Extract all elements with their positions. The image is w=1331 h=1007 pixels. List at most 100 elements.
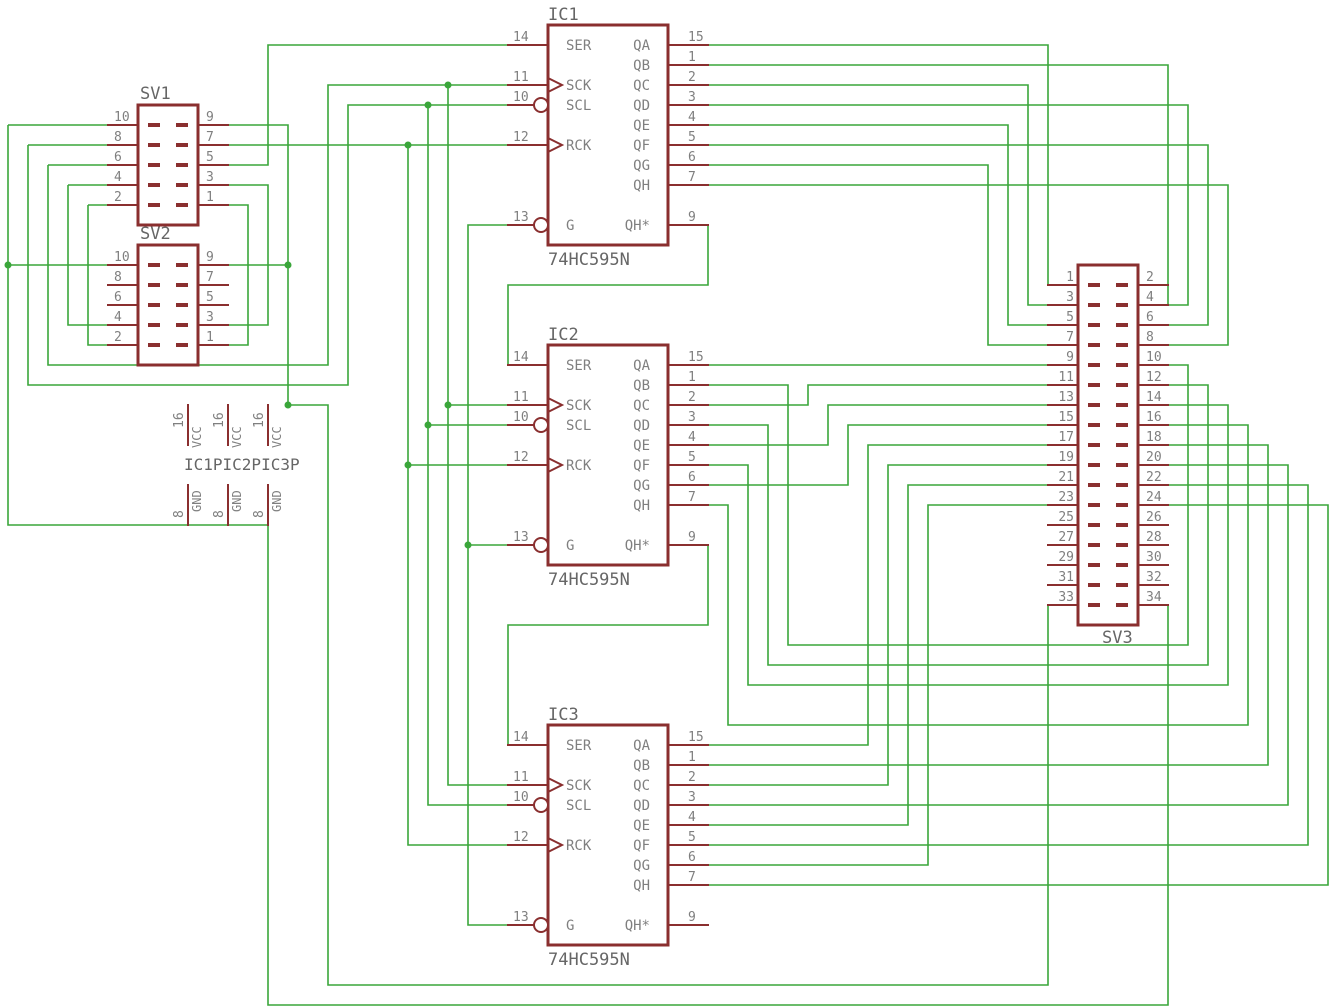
header-pin-number: 2: [114, 330, 122, 345]
inverter-bubble: [533, 917, 549, 933]
header-pin-number: 27: [1058, 530, 1074, 545]
wire: [708, 504, 1048, 866]
header-pin-number: 22: [1146, 470, 1162, 485]
header-pad: [1088, 323, 1100, 327]
power-group-label: IC1PIC2PIC3P: [184, 455, 300, 474]
header-pin-number: 19: [1058, 450, 1074, 465]
gnd-pin-number: 8: [212, 510, 227, 518]
header-pin-number: 8: [114, 270, 122, 285]
header-pin-number: 5: [1066, 310, 1074, 325]
chip-pin-number: 6: [688, 470, 696, 485]
chip-pin-label: QG: [633, 478, 650, 494]
chip-pin-label: QH: [633, 178, 650, 194]
wire: [708, 104, 1189, 306]
chip-pin-label: SCK: [566, 778, 592, 794]
gnd-pin-number: 8: [252, 510, 267, 518]
chip-ic3: IC374HC595N14SER11SCK10SCL12RCK13G15QA1Q…: [507, 705, 709, 970]
wire: [447, 85, 508, 786]
header-pin-number: 5: [206, 290, 214, 305]
header-pin-number: 30: [1146, 550, 1162, 565]
chip-pin-label: QF: [633, 838, 650, 854]
chip-pin-label: QH*: [625, 538, 650, 554]
clock-triangle: [547, 837, 565, 853]
vcc-pin-number: 16: [172, 412, 187, 428]
header-pin-number: 21: [1058, 470, 1074, 485]
header-pin-number: 1: [1066, 270, 1074, 285]
header-pin-number: 24: [1146, 490, 1162, 505]
header-body: [136, 103, 200, 227]
chip-pin-number: 11: [513, 390, 529, 405]
chip-pin-label: SER: [566, 358, 592, 374]
header-pad: [1088, 283, 1100, 287]
header-pad: [1116, 443, 1128, 447]
chip-pin-number: 12: [513, 130, 529, 145]
chip-pin-number: 15: [688, 30, 704, 45]
header-body: [1076, 263, 1140, 627]
header-pad: [1088, 603, 1100, 607]
header-pin-number: 11: [1058, 370, 1074, 385]
chip-pin-label: QA: [633, 358, 650, 374]
wire: [67, 185, 108, 326]
header-pad: [148, 283, 160, 287]
chip-name: IC3: [548, 705, 579, 725]
chip-pin-label: RCK: [566, 458, 592, 474]
header-pad: [1088, 383, 1100, 387]
chip-pin-number: 5: [688, 830, 696, 845]
header-body: [136, 243, 200, 367]
chip-pin-label: SCK: [566, 398, 592, 414]
wire: [427, 105, 508, 806]
gnd-label: GND: [230, 490, 244, 512]
header-pin-number: 7: [1066, 330, 1074, 345]
header-pad: [176, 203, 188, 207]
chip-pin-label: QF: [633, 138, 650, 154]
header-pad: [148, 163, 160, 167]
wire: [27, 104, 508, 386]
header-pad: [148, 323, 160, 327]
header-pad: [1116, 603, 1128, 607]
wire: [708, 124, 1048, 326]
chip-ic1: IC174HC595N14SER11SCK10SCL12RCK13G15QA1Q…: [507, 5, 709, 270]
chip-value: 74HC595N: [548, 570, 630, 590]
header-pad: [1116, 483, 1128, 487]
header-pin-number: 9: [206, 110, 214, 125]
header-pad: [1116, 583, 1128, 587]
vcc-label: VCC: [230, 426, 244, 448]
chip-pin-number: 15: [688, 730, 704, 745]
clock-triangle: [547, 137, 565, 153]
chip-pin-number: 9: [688, 910, 696, 925]
wire: [47, 84, 508, 366]
header-pad: [1116, 403, 1128, 407]
chip-pin-number: 3: [688, 90, 696, 105]
header-pad: [1088, 583, 1100, 587]
junction-dot: [404, 461, 412, 469]
chip-pin-number: 7: [688, 170, 696, 185]
header-pad: [1088, 563, 1100, 567]
header-pin-number: 16: [1146, 410, 1162, 425]
chip-pin-label: QD: [633, 418, 650, 434]
wire: [507, 545, 709, 745]
junction-dot: [284, 261, 292, 269]
wire: [228, 204, 249, 346]
gnd-label: GND: [190, 490, 204, 512]
chip-pin-label: SCL: [566, 418, 591, 434]
header-pin-number: 13: [1058, 390, 1074, 405]
header-pad: [1088, 343, 1100, 347]
wire: [708, 464, 1048, 786]
chip-pin-label: QG: [633, 858, 650, 874]
header-pad: [1088, 423, 1100, 427]
chip-pin-number: 12: [513, 830, 529, 845]
junction-dot: [424, 101, 432, 109]
wire: [708, 424, 1048, 486]
header-pin-number: 8: [114, 130, 122, 145]
chip-pin-number: 3: [688, 790, 696, 805]
header-pin-number: 20: [1146, 450, 1162, 465]
header-pad: [1116, 463, 1128, 467]
header-pad: [1116, 563, 1128, 567]
chip-body: [546, 343, 670, 567]
chip-pin-label: QH*: [625, 918, 650, 934]
header-pin-number: 32: [1146, 570, 1162, 585]
header-pin-number: 1: [206, 190, 214, 205]
header-pin-number: 10: [114, 250, 130, 265]
